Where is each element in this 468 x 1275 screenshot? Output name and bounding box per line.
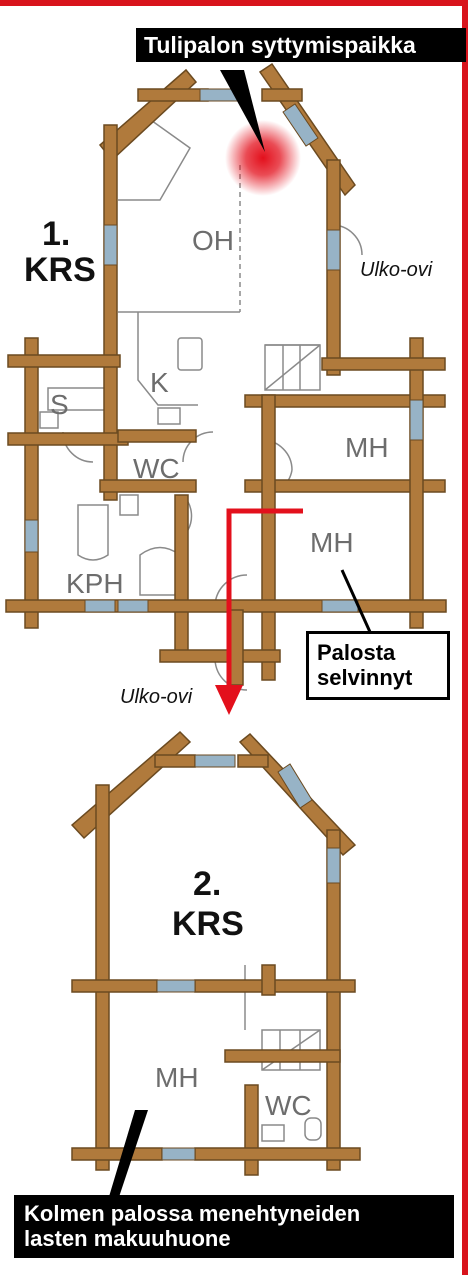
survived-text-line-1: Palosta	[317, 640, 396, 665]
room-mh-lower: MH	[310, 527, 354, 558]
fire-origin-text: Tulipalon syttymispaikka	[144, 32, 416, 58]
room-s: S	[50, 389, 69, 420]
room-wc-floor-1: WC	[133, 453, 180, 484]
escape-route-arrow	[215, 508, 303, 715]
floor-2-walls	[70, 730, 361, 1176]
survived-callout: Palosta selvinnyt	[306, 631, 450, 700]
fire-origin-callout: Tulipalon syttymispaikka	[136, 28, 466, 63]
outer-door-label-bottom: Ulko-ovi	[120, 686, 193, 708]
room-mh-floor-2: MH	[155, 1062, 199, 1093]
bedroom-callout: Kolmen palossa menehtyneiden lasten maku…	[14, 1195, 454, 1258]
bedroom-callout-pointer	[108, 1110, 148, 1200]
outer-door-label-top: Ulko-ovi	[360, 259, 433, 281]
floor-2-krs: KRS	[172, 905, 244, 943]
survived-text-line-2: selvinnyt	[317, 665, 413, 691]
floor-2-number: 2.	[193, 865, 221, 903]
room-wc-floor-2: WC	[265, 1090, 312, 1121]
room-mh-upper: MH	[345, 432, 389, 463]
floor-1-krs: KRS	[24, 251, 96, 289]
bedroom-text-line-2: lasten makuuhuone	[24, 1226, 231, 1252]
floor-2-plan	[70, 730, 361, 1200]
floor-labels: 1. KRS OH K S WC MH MH KPH Ulko-ovi Ulko…	[24, 215, 433, 1121]
right-red-border	[462, 0, 468, 1275]
floor-2-windows	[156, 754, 341, 1161]
fire-origin-marker	[225, 120, 301, 196]
top-red-border	[0, 0, 468, 6]
floor-1-plan	[5, 62, 447, 715]
bedroom-text-line-1: Kolmen palossa menehtyneiden	[24, 1201, 361, 1226]
floor-1-windows	[24, 88, 424, 613]
survived-callout-pointer	[340, 569, 372, 633]
room-kph: KPH	[66, 568, 124, 599]
fire-callout-pointer	[220, 70, 265, 152]
room-k: K	[150, 367, 169, 398]
room-oh: OH	[192, 225, 234, 256]
floor-1-number: 1.	[42, 215, 70, 253]
